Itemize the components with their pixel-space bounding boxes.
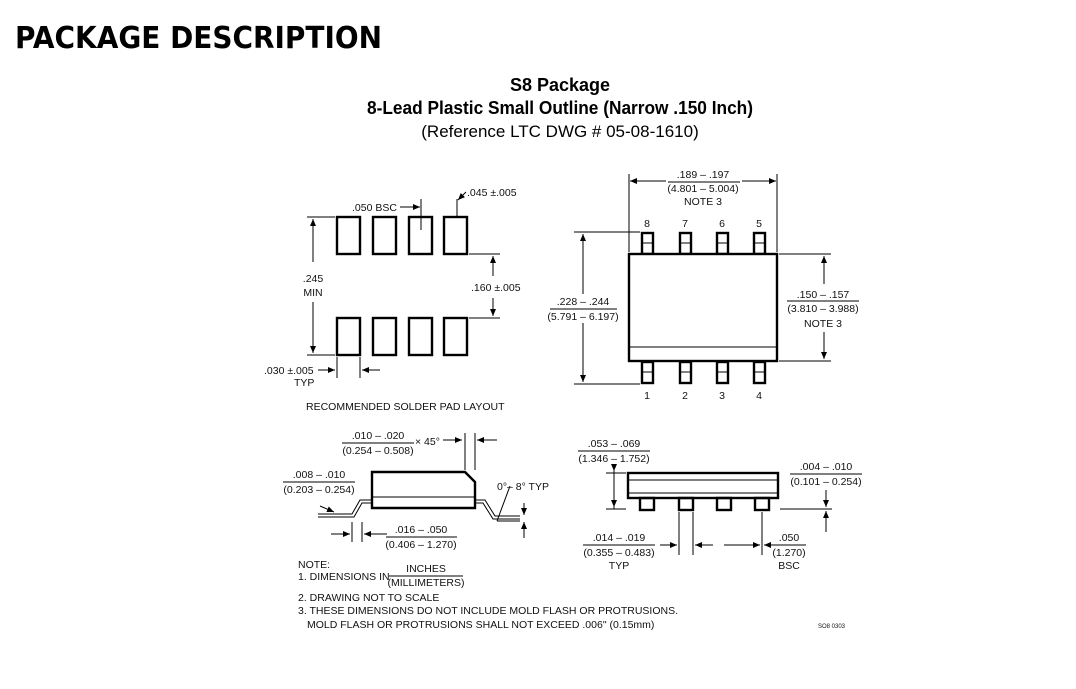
svg-text:1: 1 [644, 390, 650, 402]
notes: NOTE: 1. DIMENSIONS IN INCHES (MILLIMETE… [298, 559, 846, 631]
length-mm-label: (4.801 – 5.004) [667, 183, 738, 195]
pad-width-label: .045 ±.005 [467, 187, 517, 199]
lead-width-typ: TYP [609, 560, 629, 572]
standoff-mm-label: (0.101 – 0.254) [790, 476, 861, 488]
svg-text:2: 2 [682, 390, 688, 402]
pad-row-top [335, 215, 469, 256]
lead-thickness-inch-label: .008 – .010 [293, 469, 346, 481]
svg-text:8: 8 [644, 218, 650, 230]
standoff-inch-label: .004 – .010 [800, 461, 853, 473]
foot-mm-label: (0.406 – 1.270) [385, 539, 456, 551]
notes-heading: NOTE: [298, 559, 330, 571]
chamfer-inch-label: .010 – .020 [352, 430, 405, 442]
package-name: S8 Package [510, 75, 610, 95]
lead-angle-label: 0°– 8° TYP [497, 481, 549, 493]
side-lead-left [318, 499, 372, 518]
pad-gap-typ: TYP [294, 377, 314, 389]
drawing-id: SO8 0303 [818, 624, 846, 630]
pad-pitch-label: .050 BSC [352, 202, 397, 214]
package-body [627, 252, 779, 363]
height-inch-label: .053 – .069 [588, 438, 641, 450]
note-2: 2. DRAWING NOT TO SCALE [298, 592, 439, 604]
pad-row-span-label: .245 [303, 273, 324, 285]
width-inch-label: .150 – .157 [797, 289, 850, 301]
svg-text:6: 6 [719, 218, 725, 230]
pad-gap-label: .030 ±.005 [264, 365, 314, 377]
side-lead-right [475, 499, 520, 520]
end-view: .053 – .069 (1.346 – 1.752) .004 – .010 … [578, 438, 862, 572]
pitch-bsc-label: BSC [778, 560, 800, 572]
foot-inch-label: .016 – .050 [395, 524, 448, 536]
lead-width-inch-label: .014 – .019 [593, 532, 646, 544]
pad-row-bottom [335, 316, 469, 357]
pin-numbers-top: 8 7 6 5 [644, 218, 762, 230]
note-1-numerator: INCHES [406, 563, 446, 575]
width-mm-label: (3.810 – 3.988) [787, 303, 858, 315]
leads-top [640, 231, 767, 256]
note-3-line-2: MOLD FLASH OR PROTRUSIONS SHALL NOT EXCE… [307, 619, 654, 631]
pitch-inch-label: .050 [779, 532, 800, 544]
package-reference: (Reference LTC DWG # 05-08-1610) [421, 122, 698, 141]
pin-numbers-bottom: 1 2 3 4 [644, 390, 762, 402]
span-inch-label: .228 – .244 [557, 296, 610, 308]
side-view: .010 – .020 (0.254 – 0.508) × 45° .008 –… [283, 430, 549, 551]
pad-length-label: .160 ±.005 [471, 282, 521, 294]
pitch-mm-label: (1.270) [772, 547, 805, 559]
length-note-label: NOTE 3 [684, 196, 722, 208]
end-leads [638, 496, 771, 512]
end-body [626, 471, 780, 500]
pad-row-span-min: MIN [303, 287, 322, 299]
svg-text:4: 4 [756, 390, 762, 402]
svg-text:3: 3 [719, 390, 725, 402]
side-body [370, 470, 477, 510]
width-note-label: NOTE 3 [804, 318, 842, 330]
pad-layout-caption: RECOMMENDED SOLDER PAD LAYOUT [306, 401, 505, 413]
length-inch-label: .189 – .197 [677, 169, 730, 181]
svg-text:7: 7 [682, 218, 688, 230]
span-mm-label: (5.791 – 6.197) [547, 311, 618, 323]
height-mm-label: (1.346 – 1.752) [578, 453, 649, 465]
note-1-denominator: (MILLIMETERS) [387, 577, 464, 589]
svg-text:5: 5 [756, 218, 762, 230]
solder-pad-layout: .050 BSC .045 ±.005 .245 MIN .160 ±.005 … [264, 187, 521, 413]
note-1: 1. DIMENSIONS IN [298, 571, 390, 583]
lead-width-mm-label: (0.355 – 0.483) [583, 547, 654, 559]
top-view: .189 – .197 (4.801 – 5.004) NOTE 3 8 7 6… [547, 169, 859, 402]
leads-bottom [640, 360, 767, 385]
package-subtitle: 8-Lead Plastic Small Outline (Narrow .15… [367, 98, 753, 118]
chamfer-angle-label: × 45° [415, 436, 440, 448]
lead-thickness-mm-label: (0.203 – 0.254) [283, 484, 354, 496]
page-title: PACKAGE DESCRIPTION [15, 21, 382, 56]
note-3-line-1: 3. THESE DIMENSIONS DO NOT INCLUDE MOLD … [298, 605, 678, 617]
chamfer-mm-label: (0.254 – 0.508) [342, 445, 413, 457]
